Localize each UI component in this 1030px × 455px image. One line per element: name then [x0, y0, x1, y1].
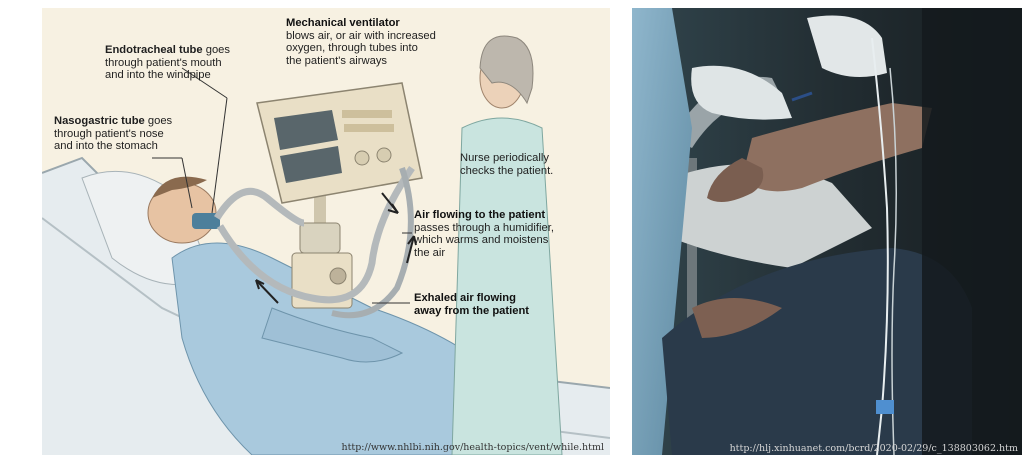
nasogastric-tube-label: Nasogastric tube goes through patient's …: [54, 115, 224, 153]
ventilator-illustration: Mechanical ventilator blows air, or air …: [42, 8, 610, 455]
air-to-patient-label: Air flowing to the patient passes throug…: [414, 209, 604, 259]
illustration-source-url: http://www.nhlbi.nih.gov/health-topics/v…: [341, 442, 604, 453]
mechanical-ventilator-label: Mechanical ventilator blows air, or air …: [286, 17, 496, 67]
endotracheal-tube-label: Endotracheal tube goes through patient's…: [105, 44, 275, 82]
photo-source-url: http://hlj.xinhuanet.com/bcrd/2020-02/29…: [730, 443, 1018, 454]
iv-drip-photo: http://hlj.xinhuanet.com/bcrd/2020-02/29…: [632, 8, 1022, 455]
exhaled-air-label: Exhaled air flowing away from the patien…: [414, 292, 604, 317]
nurse-label: Nurse periodically checks the patient.: [460, 152, 600, 177]
photo-drawing: [632, 8, 1022, 455]
